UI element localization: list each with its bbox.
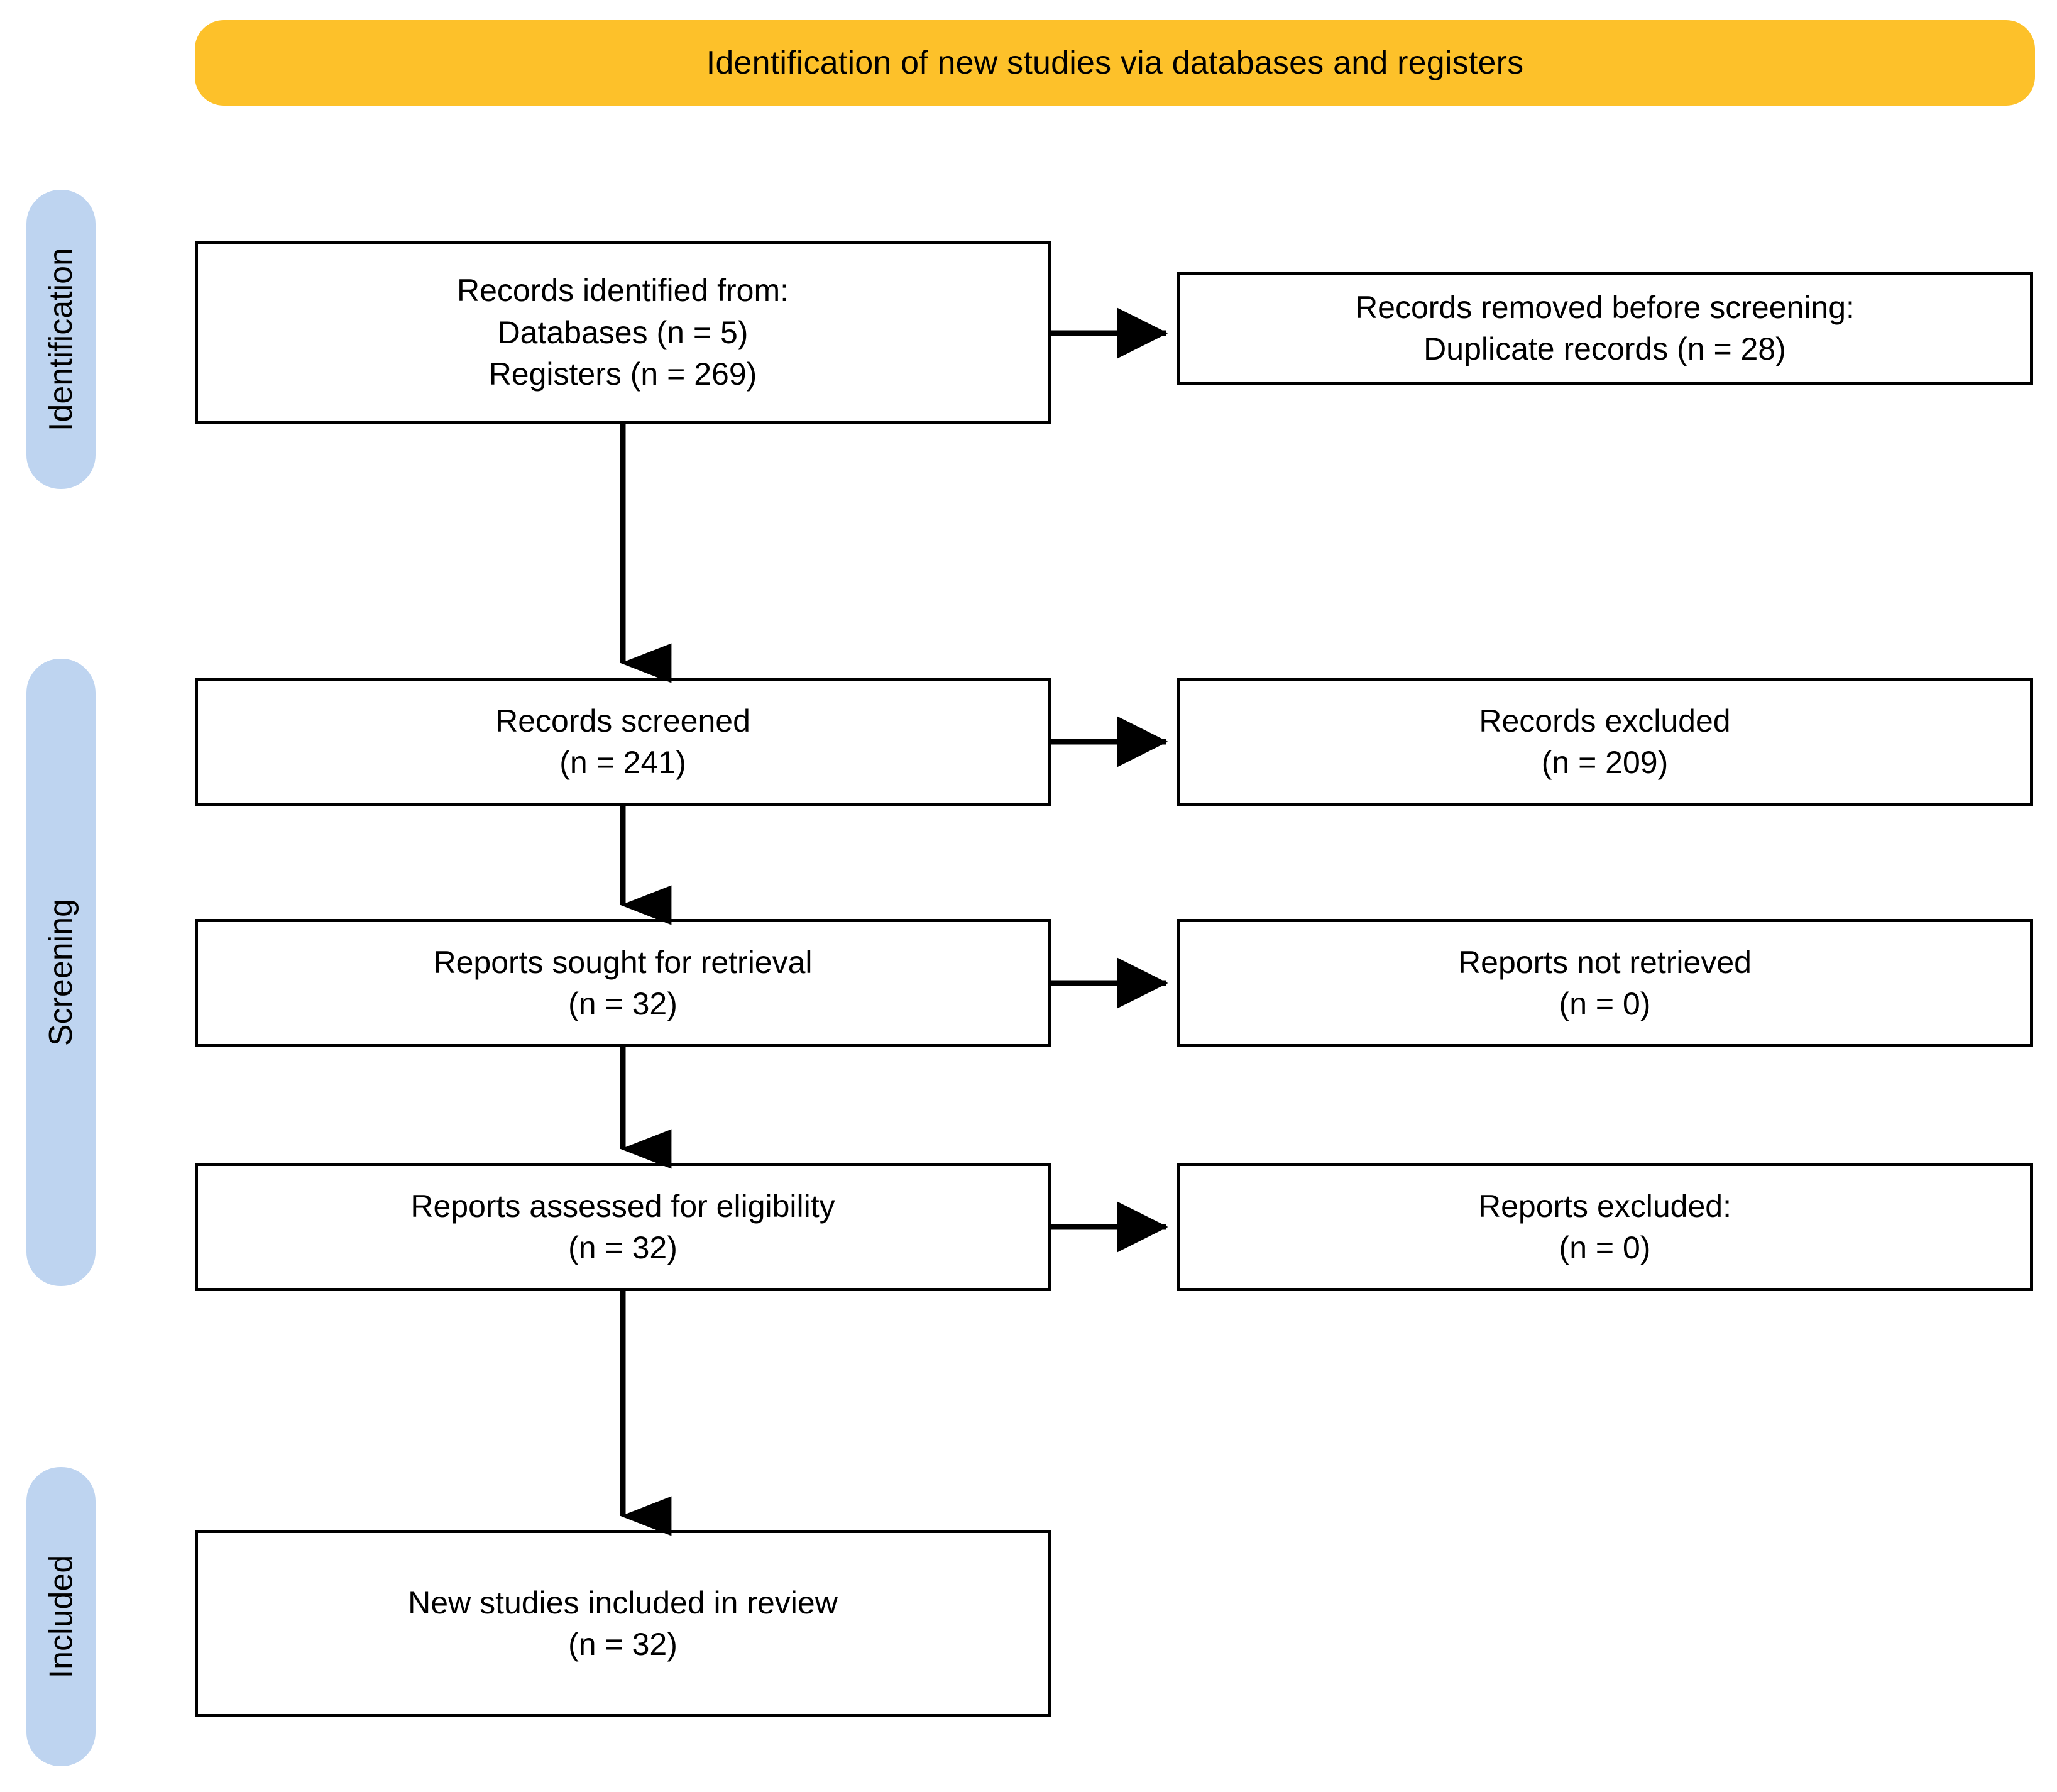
box-records-excluded: Records excluded (n = 209)	[1177, 678, 2033, 806]
box-line: Registers (n = 269)	[488, 356, 757, 392]
box-records-removed: Records removed before screening: Duplic…	[1177, 272, 2033, 385]
header-banner: Identification of new studies via databa…	[195, 20, 2035, 106]
box-line: Reports not retrieved	[1458, 944, 1752, 980]
box-reports-sought: Reports sought for retrieval (n = 32)	[195, 919, 1051, 1047]
box-reports-excluded: Reports excluded: (n = 0)	[1177, 1163, 2033, 1291]
box-line: Databases (n = 5)	[497, 314, 749, 350]
box-records-screened: Records screened (n = 241)	[195, 678, 1051, 806]
box-reports-not-retrieved: Reports not retrieved (n = 0)	[1177, 919, 2033, 1047]
box-reports-assessed: Reports assessed for eligibility (n = 32…	[195, 1163, 1051, 1291]
stage-label-identification: Identification	[43, 248, 79, 431]
box-line: (n = 209)	[1541, 745, 1669, 780]
stage-pill-screening: Screening	[26, 659, 96, 1286]
box-line: Reports assessed for eligibility	[410, 1188, 835, 1224]
box-line: Reports excluded:	[1478, 1188, 1731, 1224]
box-line: (n = 241)	[559, 745, 686, 780]
box-line: Duplicate records (n = 28)	[1423, 331, 1786, 366]
box-line: (n = 32)	[568, 1627, 677, 1662]
box-line: (n = 0)	[1559, 986, 1651, 1021]
box-line: New studies included in review	[408, 1585, 838, 1620]
stage-pill-included: Included	[26, 1467, 96, 1766]
box-line: Records screened	[495, 703, 750, 739]
stage-pill-identification: Identification	[26, 190, 96, 489]
box-line: Reports sought for retrieval	[433, 944, 813, 980]
box-records-identified: Records identified from: Databases (n = …	[195, 241, 1051, 424]
header-title: Identification of new studies via databa…	[706, 44, 1524, 81]
box-line: Records removed before screening:	[1355, 289, 1855, 325]
box-line: (n = 32)	[568, 1230, 677, 1265]
box-line: (n = 0)	[1559, 1230, 1651, 1265]
box-new-studies-included: New studies included in review (n = 32)	[195, 1530, 1051, 1717]
box-line: Records excluded	[1479, 703, 1731, 739]
box-line: Records identified from:	[456, 273, 789, 309]
stage-label-screening: Screening	[43, 898, 79, 1047]
box-line: (n = 32)	[568, 986, 677, 1021]
stage-label-included: Included	[43, 1554, 80, 1679]
